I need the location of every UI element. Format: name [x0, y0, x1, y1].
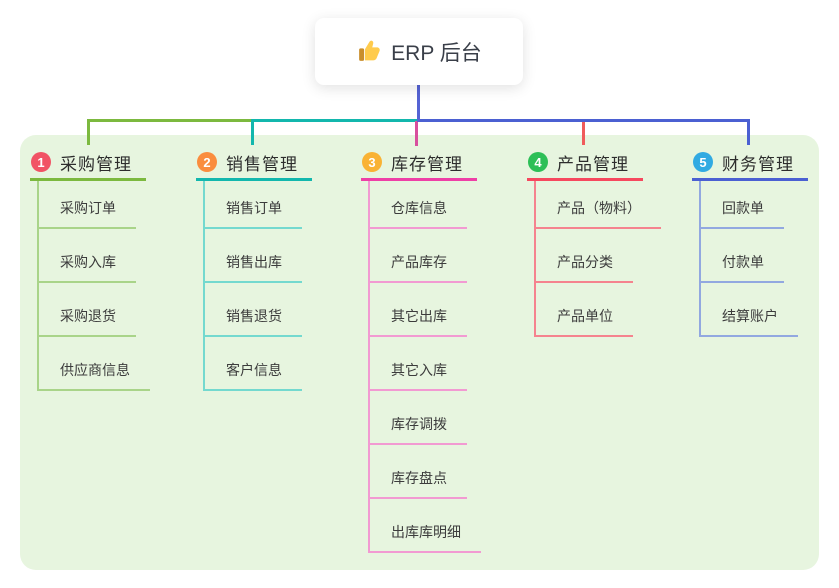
child-node[interactable]: 库存调拨 [370, 414, 467, 445]
connector-line [747, 119, 750, 145]
child-node[interactable]: 采购入库 [39, 252, 136, 283]
connector-line [87, 119, 253, 122]
child-node[interactable]: 客户信息 [205, 360, 302, 391]
child-node[interactable]: 结算账户 [701, 306, 798, 337]
branch-children: 仓库信息产品库存其它出库其它入库库存调拨库存盘点出库库明细 [368, 181, 481, 553]
child-row: 销售出库 [205, 229, 302, 283]
root-node-label: ERP 后台 [391, 41, 482, 65]
connector-line [251, 119, 419, 122]
child-row: 库存调拨 [370, 391, 481, 445]
child-node[interactable]: 销售退货 [205, 306, 302, 337]
branch-children: 产品（物料） 产品分类产品单位 [534, 181, 661, 337]
branch-header-1[interactable]: 1 采购管理 [30, 146, 146, 181]
branch-title: 产品管理 [557, 154, 629, 174]
thumbs-up-icon [356, 39, 381, 64]
child-node[interactable]: 仓库信息 [370, 198, 467, 229]
branch-title: 财务管理 [722, 154, 794, 174]
child-row: 出库库明细 [370, 499, 481, 553]
branch-title: 库存管理 [391, 154, 463, 174]
child-row: 结算账户 [701, 283, 798, 337]
branch-children: 销售订单销售出库销售退货客户信息 [203, 181, 302, 391]
child-row: 销售退货 [205, 283, 302, 337]
branch-children: 采购订单采购入库采购退货供应商信息 [37, 181, 150, 391]
branch-number-badge: 5 [693, 152, 713, 172]
branch-1: 1 采购管理采购订单采购入库采购退货供应商信息 [30, 146, 150, 391]
branch-header-3[interactable]: 3 库存管理 [361, 146, 477, 181]
connector-line [582, 121, 585, 145]
branch-title: 销售管理 [226, 154, 298, 174]
child-node[interactable]: 付款单 [701, 252, 784, 283]
child-node[interactable]: 出库库明细 [370, 522, 481, 553]
child-node[interactable]: 产品库存 [370, 252, 467, 283]
child-node[interactable]: 其它入库 [370, 360, 467, 391]
branch-4: 4 产品管理产品（物料） 产品分类产品单位 [527, 146, 661, 337]
branch-header-2[interactable]: 2 销售管理 [196, 146, 312, 181]
branch-5: 5 财务管理回款单付款单结算账户 [692, 146, 808, 337]
branch-header-4[interactable]: 4 产品管理 [527, 146, 643, 181]
branch-number-badge: 2 [197, 152, 217, 172]
child-row: 付款单 [701, 229, 798, 283]
child-node[interactable]: 销售订单 [205, 198, 302, 229]
child-row: 客户信息 [205, 337, 302, 391]
child-node[interactable]: 采购退货 [39, 306, 136, 337]
child-row: 其它出库 [370, 283, 481, 337]
child-node[interactable]: 产品分类 [536, 252, 633, 283]
child-row: 仓库信息 [370, 181, 481, 229]
branch-3: 3 库存管理仓库信息产品库存其它出库其它入库库存调拨库存盘点出库库明细 [361, 146, 481, 553]
child-node[interactable]: 库存盘点 [370, 468, 467, 499]
child-node[interactable]: 回款单 [701, 198, 784, 229]
branch-number-badge: 1 [31, 152, 51, 172]
connector-line [417, 119, 750, 122]
child-row: 产品单位 [536, 283, 661, 337]
child-node[interactable]: 其它出库 [370, 306, 467, 337]
child-row: 采购入库 [39, 229, 150, 283]
connector-line [415, 121, 418, 146]
root-node[interactable]: ERP 后台 [315, 18, 523, 85]
connector-line [251, 119, 254, 145]
child-row: 供应商信息 [39, 337, 150, 391]
child-row: 库存盘点 [370, 445, 481, 499]
child-node[interactable]: 供应商信息 [39, 360, 150, 391]
branch-header-5[interactable]: 5 财务管理 [692, 146, 808, 181]
child-row: 采购退货 [39, 283, 150, 337]
branch-children: 回款单付款单结算账户 [699, 181, 798, 337]
child-row: 产品分类 [536, 229, 661, 283]
child-node[interactable]: 销售出库 [205, 252, 302, 283]
child-node[interactable]: 产品单位 [536, 306, 633, 337]
child-row: 其它入库 [370, 337, 481, 391]
child-node[interactable]: 产品（物料） [536, 198, 661, 229]
branch-title: 采购管理 [60, 154, 132, 174]
branch-number-badge: 4 [528, 152, 548, 172]
child-row: 产品库存 [370, 229, 481, 283]
branch-number-badge: 3 [362, 152, 382, 172]
branch-2: 2 销售管理销售订单销售出库销售退货客户信息 [196, 146, 312, 391]
child-row: 采购订单 [39, 181, 150, 229]
child-row: 回款单 [701, 181, 798, 229]
child-node[interactable]: 采购订单 [39, 198, 136, 229]
connector-line [417, 85, 420, 122]
child-row: 销售订单 [205, 181, 302, 229]
connector-line [87, 119, 90, 145]
child-row: 产品（物料） [536, 181, 661, 229]
